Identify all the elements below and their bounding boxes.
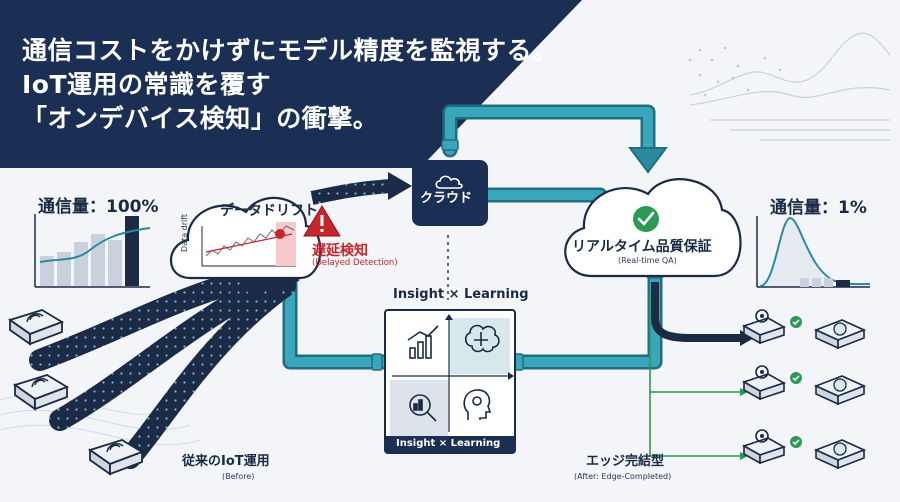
headline-line-2: IoT運用の常識を覆す: [22, 70, 272, 99]
before-caption: 従来のIoT運用: [182, 454, 270, 469]
delayed-detection-sublabel: (Delayed Detection): [312, 258, 398, 268]
data-flow-arrows: [29, 172, 412, 469]
before-caption-sub: (Before): [222, 472, 255, 481]
decor-line-chart: [689, 32, 891, 141]
cloud-realtime-qa: [564, 178, 742, 278]
warning-icon: [303, 205, 341, 237]
pipe-arrow-down: [628, 147, 668, 174]
bar-2: [74, 242, 88, 286]
insight-title-top: Insight × Learning: [393, 287, 529, 302]
brain-icon: [464, 324, 500, 353]
bar-1: [57, 252, 71, 286]
head-gear-icon: [463, 389, 492, 420]
insight-title-bottom: Insight × Learning: [396, 438, 501, 449]
bar-chart-icon: [407, 325, 439, 359]
bar-5: [125, 216, 139, 286]
traffic-label-after: 通信量：1%: [770, 198, 867, 218]
realtime-qa-sub: (Real-time QA): [618, 256, 677, 265]
cloud-node-label: クラウド: [420, 191, 473, 206]
check-icon: [633, 206, 659, 232]
bar-4: [108, 240, 122, 286]
after-caption-sub: (After: Edge-Completed): [574, 472, 672, 481]
data-drift-title: データドリフト: [220, 203, 318, 219]
headline-line-3: 「オンデバイス検知」の衝撃。: [22, 104, 379, 133]
cloud-node: [412, 160, 488, 226]
traffic-label-before: 通信量：100%: [38, 197, 159, 217]
edge-device-row-3: [742, 429, 867, 470]
traffic-curve-chart-after: [756, 216, 871, 288]
after-caption: エッジ完結型: [586, 454, 665, 469]
iot-device-3: [87, 439, 145, 476]
header-panel: [0, 0, 582, 168]
alert-dot: [275, 229, 285, 239]
cloud-data-drift: [169, 196, 322, 280]
delayed-detection-label: 遅延検知: [312, 243, 368, 259]
traffic-bar-chart-before: [34, 214, 151, 288]
data-drift-axis-label: Data drift: [180, 213, 189, 252]
iot-device-2: [12, 374, 70, 411]
realtime-qa-title: リアルタイム品質保証: [572, 239, 712, 255]
edge-device-row-2: [742, 365, 867, 406]
decor-dots: [688, 46, 782, 97]
iot-device-1: [7, 309, 65, 346]
edge-device-row-1: [742, 309, 867, 350]
bar-0: [40, 256, 54, 286]
headline-line-1: 通信コストをかけずにモデル精度を監視する。: [22, 36, 558, 65]
magnifier-chart-icon: [409, 394, 437, 422]
edge-devices: [742, 309, 867, 470]
edge-connections: [649, 282, 754, 460]
